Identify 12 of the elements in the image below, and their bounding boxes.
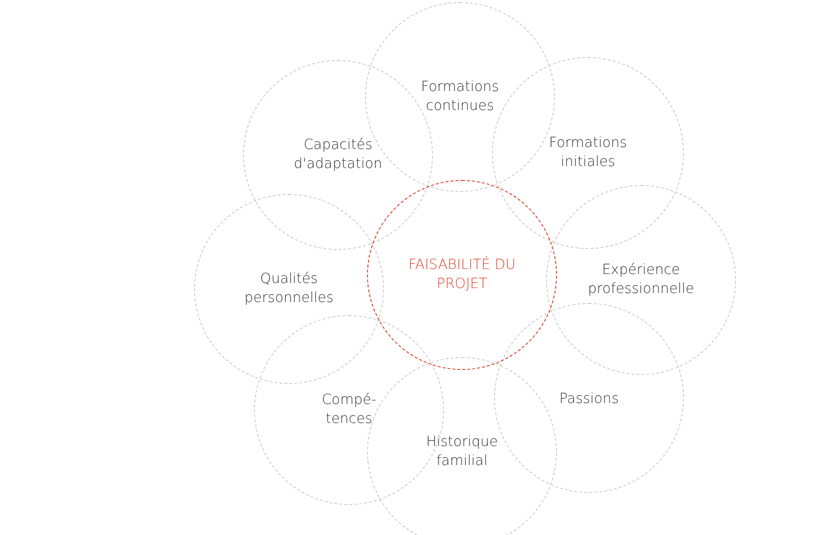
dashed-circle [546, 185, 736, 375]
circle-label: Compé- tences [320, 391, 378, 429]
circle-label: Formations initiales [548, 134, 628, 172]
circle-label: Expérience professionnelle [586, 261, 696, 299]
circle-label: Qualités personnelles [243, 270, 335, 308]
circle-label: Formations continues [420, 78, 500, 116]
dashed-circle [194, 194, 384, 384]
circle-label: FAISABILITÉ DU PROJET [407, 256, 517, 294]
dashed-circle [367, 180, 557, 370]
circle-label: Passions [558, 390, 620, 408]
circle-label: Historique familial [425, 433, 499, 471]
circle-label: Capacités d'adaptation [292, 136, 384, 174]
